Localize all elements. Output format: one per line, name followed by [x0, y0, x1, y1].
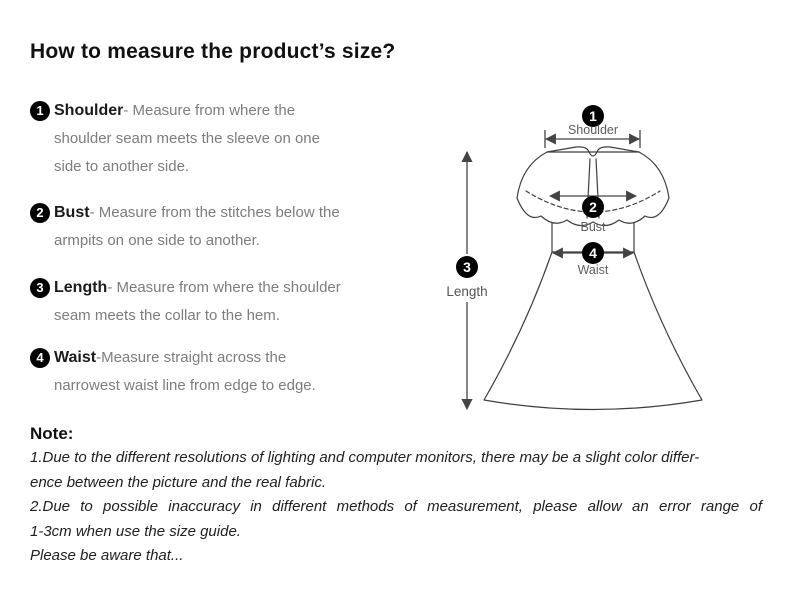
- diagram-badge-bust: 2: [582, 196, 604, 218]
- diagram-label-bust: Bust: [580, 220, 606, 234]
- term-shoulder: Shoulder: [54, 102, 124, 119]
- diagram-badge-length: 3: [456, 256, 478, 278]
- diagram-label-shoulder: Shoulder: [567, 123, 619, 137]
- note-heading: Note:: [30, 424, 74, 443]
- dress-outline: [483, 146, 703, 411]
- instruction-shoulder: 1 Shoulder- Measure from where the shoul…: [30, 97, 430, 181]
- instruction-first-line: Waist-Measure straight across the: [54, 344, 430, 372]
- step-4-badge: 4: [30, 348, 50, 368]
- instruction-desc: armpits on one side to another.: [54, 232, 260, 249]
- instruction-desc: - Measure from the stitches below the: [89, 204, 340, 221]
- dress-cape: [516, 151, 670, 227]
- diagram-badge-waist: 4: [582, 242, 604, 264]
- instruction-bust: 2 Bust- Measure from the stitches below …: [30, 199, 430, 255]
- diagram-label-waist: Waist: [577, 263, 609, 277]
- term-bust: Bust: [54, 204, 90, 221]
- diagram-label-length: Length: [446, 284, 488, 299]
- instruction-length: 3 Length- Measure from where the shoulde…: [30, 274, 430, 330]
- term-waist: Waist: [54, 349, 97, 366]
- instruction-desc: side to another side.: [54, 158, 190, 175]
- instruction-desc: -Measure straight across the: [96, 349, 287, 366]
- dress-diagram-svg: [461, 130, 703, 411]
- note-line: 1.Due to the different resolutions of li…: [30, 449, 700, 466]
- diagram-badge-shoulder: 1: [582, 105, 604, 127]
- instruction-desc: shoulder seam meets the sleeve on one: [54, 130, 320, 147]
- instruction-waist: 4 Waist-Measure straight across the narr…: [30, 344, 430, 400]
- note-line: ence between the picture and the real fa…: [30, 473, 327, 491]
- page-title: How to measure the product’s size?: [30, 40, 396, 63]
- shoulder-arrow: [544, 130, 641, 148]
- instruction-first-line: Shoulder- Measure from where the: [54, 97, 430, 125]
- step-1-badge: 1: [30, 101, 50, 121]
- instruction-desc: seam meets the collar to the hem.: [54, 307, 280, 324]
- dress-measurement-diagram: 1 2 3 4 Shoulder Bust Length Waist: [430, 95, 730, 425]
- instruction-first-line: Length- Measure from where the shoulder: [54, 274, 430, 302]
- instruction-desc: - Measure from where the shoulder: [107, 279, 341, 296]
- note-line: 2.Due to possible inaccuracy in differen…: [30, 498, 762, 515]
- note-line: Please be aware that...: [30, 547, 184, 564]
- dress-skirt: [483, 251, 703, 411]
- instruction-first-line: Bust- Measure from the stitches below th…: [54, 199, 430, 227]
- term-length: Length: [54, 279, 108, 296]
- step-3-badge: 3: [30, 278, 50, 298]
- instruction-desc: - Measure from where the: [123, 102, 296, 119]
- note-line: 1-3cm when use the size guide.: [30, 522, 241, 540]
- step-2-badge: 2: [30, 203, 50, 223]
- note-text: 1.Due to the different resolutions of li…: [30, 446, 770, 569]
- dress-neckline: [546, 146, 640, 157]
- instruction-desc: narrowest waist line from edge to edge.: [54, 377, 316, 394]
